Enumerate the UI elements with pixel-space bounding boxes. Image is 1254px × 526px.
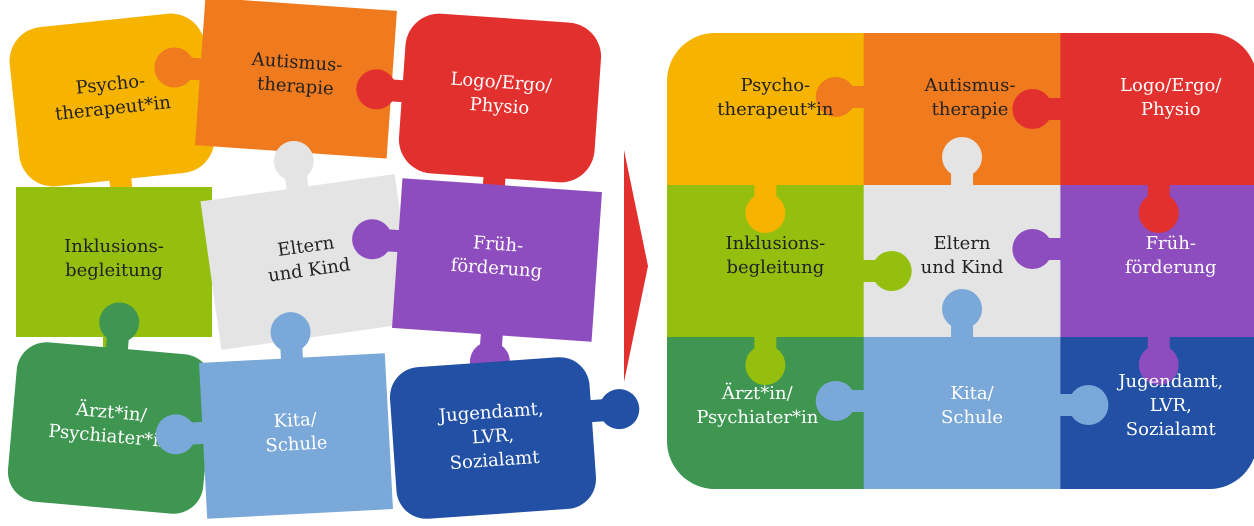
scattered-piece-arzt-psychiater: Ärzt*in/Psychiater*in <box>7 302 213 514</box>
left-knob <box>270 312 311 367</box>
label-right-logo-ergo-physio: Logo/Ergo/Physio <box>1120 75 1222 120</box>
label-right-jugendamt: Jugendamt,LVR,Sozialamt <box>1116 371 1223 440</box>
right-knob <box>857 251 912 291</box>
assembled-puzzle: Psycho-therapeut*in Autismus-therapie Logo… <box>667 33 1254 489</box>
right-knob <box>745 179 786 233</box>
label-right-fruehfoerderung: Früh-förderung <box>1125 233 1217 278</box>
right-knob <box>745 331 786 385</box>
right-knob <box>1054 385 1109 425</box>
left-knob <box>352 219 407 260</box>
right-knob <box>1012 229 1067 269</box>
left-knob <box>155 414 211 455</box>
label-left-kita-schule: Kita/Schule <box>264 408 328 456</box>
left-knob <box>273 140 314 197</box>
label-left-inklusionsbegleitung: Inklusions-begleitung <box>64 236 164 281</box>
right-knob <box>1012 89 1067 129</box>
left-knob <box>584 389 640 430</box>
scattered-piece-jugendamt: Jugendamt,LVR,Sozialamt <box>389 357 640 519</box>
piece-kita-schule <box>863 337 1061 489</box>
label-right-autismustherapie: Autismus-therapie <box>924 75 1016 120</box>
scattered-piece-eltern-und-kind: Elternund Kind <box>200 140 416 350</box>
left-knob <box>356 69 411 110</box>
label-left-fruehfoerderung: Früh-förderung <box>450 231 545 282</box>
left-knob <box>154 47 210 88</box>
right-knob <box>1138 179 1179 233</box>
right-knob <box>942 137 983 191</box>
label-right-arzt-psychiater: Ärzt*in/Psychiater*in <box>696 381 818 428</box>
scattered-piece-kita-schule: Kita/Schule <box>155 312 393 519</box>
scattered-piece-fruehfoerderung: Früh-förderung <box>352 178 602 382</box>
transition-arrow <box>624 150 648 382</box>
piece-logo-ergo-physio <box>1060 33 1254 186</box>
right-knob <box>815 381 870 421</box>
scattered-piece-autismustherapie: Autismus-therapie <box>154 0 397 159</box>
label-right-inklusionsbegleitung: Inklusions-begleitung <box>725 233 825 278</box>
scattered-piece-logo-ergo-physio: Logo/Ergo/Physio <box>356 13 602 224</box>
label-right-psychotherapeut: Psycho-therapeut*in <box>717 75 834 120</box>
right-knob <box>1138 331 1179 385</box>
label-right-kita-schule: Kita/Schule <box>941 383 1003 428</box>
left-knob <box>99 302 140 358</box>
right-knob <box>815 77 870 117</box>
right-knob <box>942 289 983 343</box>
